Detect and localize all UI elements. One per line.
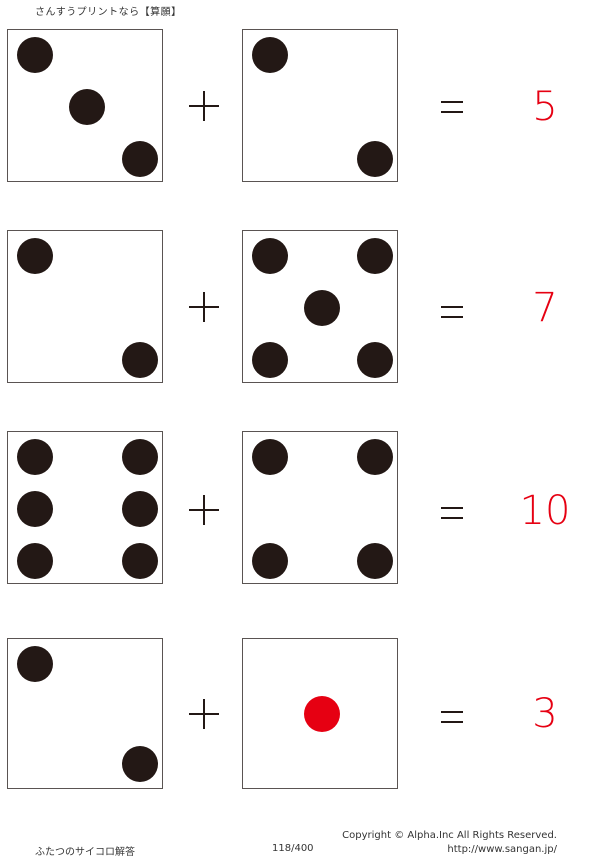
page-number: 118/400: [272, 843, 314, 854]
right-die: [242, 29, 398, 182]
problem-row-4: 3: [0, 638, 600, 794]
plus-icon: [189, 91, 219, 121]
pip-icon: [17, 238, 53, 274]
pip-icon: [357, 342, 393, 378]
pip-icon: [357, 141, 393, 177]
plus-icon: [189, 699, 219, 729]
left-die: [7, 638, 163, 789]
right-die: [242, 230, 398, 383]
pip-icon: [122, 439, 158, 475]
copyright-text: Copyright © Alpha.Inc All Rights Reserve…: [342, 830, 557, 841]
pip-icon: [357, 439, 393, 475]
answer-value: 10: [519, 488, 571, 534]
right-die: [242, 431, 398, 584]
footer-title: ふたつのサイコロ解答: [35, 847, 135, 858]
pip-icon: [252, 342, 288, 378]
problem-row-1: 5: [0, 29, 600, 185]
pip-icon: [17, 37, 53, 73]
pip-icon: [304, 290, 340, 326]
plus-icon: [189, 292, 219, 322]
pip-icon: [357, 238, 393, 274]
site-url-link[interactable]: http://www.sangan.jp/: [447, 844, 557, 855]
left-die: [7, 431, 163, 584]
equals-icon: [441, 101, 463, 113]
pip-icon: [122, 746, 158, 782]
equals-icon: [441, 306, 463, 318]
footer-copyright-block: Copyright © Alpha.Inc All Rights Reserve…: [342, 829, 557, 857]
equals-icon: [441, 711, 463, 723]
equals-icon: [441, 507, 463, 519]
answer-value: 3: [532, 691, 558, 737]
left-die: [7, 230, 163, 383]
pip-icon: [69, 89, 105, 125]
problem-row-2: 7: [0, 230, 600, 386]
pip-icon: [252, 439, 288, 475]
plus-icon: [189, 495, 219, 525]
pip-icon: [122, 342, 158, 378]
pip-icon: [252, 238, 288, 274]
pip-icon: [252, 543, 288, 579]
pip-icon: [17, 543, 53, 579]
pip-icon: [122, 141, 158, 177]
answer-value: 7: [532, 285, 558, 331]
answer-value: 5: [532, 84, 558, 130]
pip-icon: [357, 543, 393, 579]
pip-icon: [17, 439, 53, 475]
pip-icon: [17, 646, 53, 682]
answer-pip-icon: [304, 696, 340, 732]
left-die: [7, 29, 163, 182]
right-die: [242, 638, 398, 789]
pip-icon: [122, 491, 158, 527]
pip-icon: [122, 543, 158, 579]
pip-icon: [17, 491, 53, 527]
header-title: さんすうプリントなら【算願】: [35, 7, 182, 18]
pip-icon: [252, 37, 288, 73]
problem-row-3: 10: [0, 431, 600, 587]
